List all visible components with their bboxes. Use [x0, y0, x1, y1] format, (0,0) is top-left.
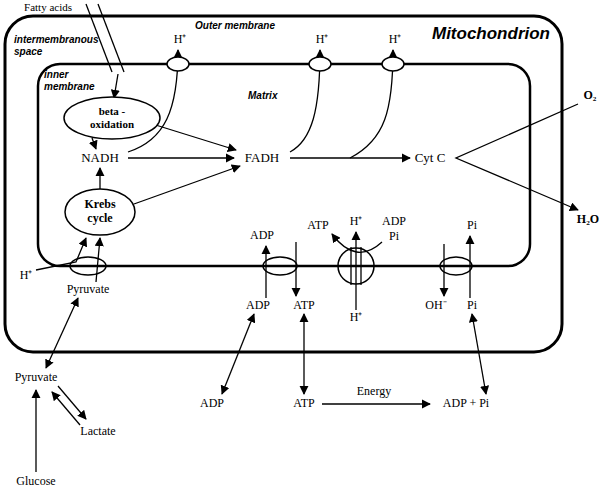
inner-membrane — [38, 64, 530, 266]
molecule-label: ADP — [200, 397, 224, 411]
flow-arrow — [99, 168, 100, 189]
molecule-label: O₂ — [584, 89, 597, 103]
diagram-title: Mitochondrion — [432, 24, 550, 44]
molecule-label: Pyruvate — [67, 283, 110, 297]
transporter-symbol — [263, 257, 297, 275]
atp-exchange-arrow — [303, 314, 304, 394]
molecule-label: Glucose — [16, 475, 55, 489]
molecule-label: ADP — [382, 215, 406, 229]
flow-arrow — [134, 166, 240, 204]
region-label: Outer membrane — [195, 20, 275, 32]
molecule-label: ATP — [307, 219, 328, 233]
ion-label: H⁺ — [350, 215, 363, 229]
atp-synthase-channel — [360, 247, 361, 285]
ion-label: H⁺ — [316, 33, 329, 47]
atp-synthase-channel — [350, 247, 351, 285]
fatty-acid-arrow — [114, 74, 118, 98]
process-ellipse: beta - oxidation — [63, 96, 161, 140]
molecule-label: ADP — [250, 229, 274, 243]
process-name: beta - oxidation — [81, 105, 143, 130]
process-name: Krebs cycle — [78, 198, 122, 226]
molecule-label: NADH — [81, 151, 119, 166]
molecule-label: ATP — [293, 299, 314, 313]
oxygen-arrow — [456, 104, 578, 210]
matrix-box: inner membraneMatrix beta - oxidationKreb… — [38, 64, 530, 266]
energy-label: Energy — [357, 385, 391, 399]
ellipse-outline — [64, 97, 160, 139]
energy-arrow — [322, 403, 430, 404]
substrate-label: Fatty acids — [24, 1, 72, 14]
complex-symbol — [309, 57, 331, 71]
molecule-label: H₂O — [577, 213, 599, 227]
flow-arrow — [128, 157, 234, 158]
fatty-acid-channel — [98, 4, 124, 72]
region-label: inner membrane — [44, 69, 100, 92]
lactate-arrow — [58, 386, 86, 419]
region-label: intermembranous space — [14, 34, 106, 57]
ion-label: H⁺ — [174, 33, 187, 47]
atp-synthase-symbol — [338, 248, 374, 284]
phosphate-exchange-arrow — [472, 314, 486, 394]
ellipse-outline — [65, 189, 135, 235]
ion-label: H⁺ — [20, 269, 33, 283]
ion-label: OH⁻ — [425, 299, 446, 313]
ion-label: H⁺ — [350, 311, 363, 325]
ion-label: H⁺ — [389, 33, 402, 47]
molecule-label: ATP — [293, 397, 314, 411]
molecule-label: FADH — [245, 151, 279, 166]
molecule-label: Cyt C — [415, 151, 446, 166]
flow-arrow — [146, 122, 236, 150]
complex-symbol — [167, 57, 189, 71]
transporter-symbol — [70, 257, 106, 275]
lactate-arrow — [52, 392, 80, 425]
glycolysis-arrow — [35, 390, 36, 472]
complex-symbol — [382, 57, 404, 71]
molecule-label: Pi — [467, 219, 477, 233]
molecule-label: ADP — [246, 299, 270, 313]
molecule-label: Pi — [389, 230, 399, 244]
process-ellipse: Krebs cycle — [64, 188, 136, 236]
pyruvate-transport-arrow — [46, 298, 78, 368]
region-label: Matrix — [248, 90, 277, 102]
molecule-label: Pyruvate — [15, 371, 58, 385]
adp-exchange-arrow — [222, 314, 254, 394]
mitochondrion-box: Mitochondrion Outer membrane intermembrano… — [5, 16, 562, 352]
molecule-label: Lactate — [80, 425, 115, 439]
molecule-label: Pi — [467, 299, 477, 313]
outer-membrane — [5, 16, 562, 352]
transporter-symbol — [440, 257, 472, 275]
molecule-label: ADP + Pi — [443, 397, 489, 411]
flow-arrow — [92, 138, 96, 149]
